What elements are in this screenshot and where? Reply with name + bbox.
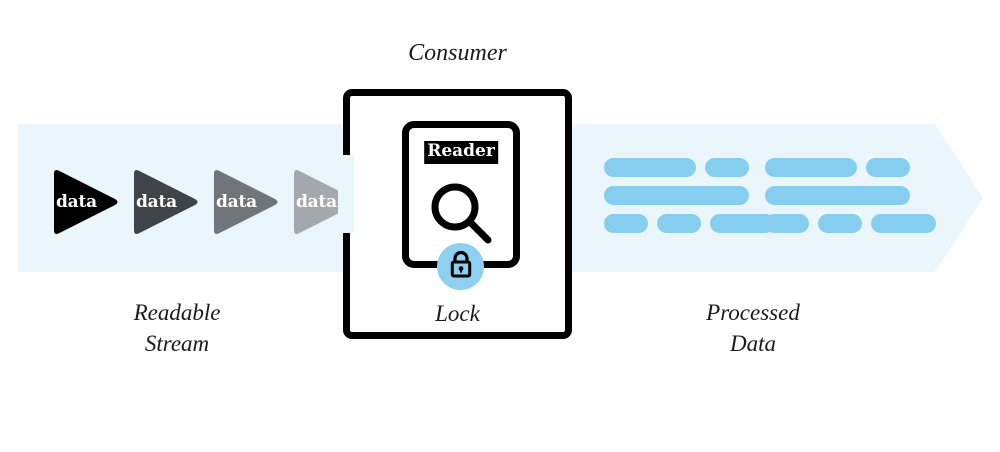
processed-data-bar: [765, 186, 910, 205]
reader-label: Reader: [424, 141, 498, 164]
processed-data-row: [604, 214, 775, 233]
consumer-title: Consumer: [408, 40, 507, 66]
processed-data-bar: [866, 158, 910, 177]
arrow-triangle: [214, 170, 278, 234]
processed-data-bar: [604, 214, 648, 233]
data-arrow-label: data: [56, 191, 97, 212]
processed-data-bar: [657, 214, 701, 233]
arrow-triangle: [134, 170, 198, 234]
data-arrow: data: [48, 166, 120, 238]
processed-data-column: [604, 158, 775, 242]
stream-entry-gap: [338, 155, 354, 233]
lock-icon: [447, 249, 475, 284]
processed-data-caption-line2: Data: [730, 330, 776, 356]
readable-stream-caption: Readable Stream: [87, 298, 267, 359]
lock-caption: Lock: [435, 301, 480, 326]
lock-badge[interactable]: [437, 243, 484, 290]
processed-data-caption: Processed Data: [663, 298, 843, 359]
data-arrow-label: data: [216, 191, 257, 212]
readable-stream-caption-line1: Readable: [133, 300, 221, 325]
processed-data-row: [604, 158, 775, 177]
magnifier-icon: [426, 180, 496, 255]
processed-data-caption-line1: Processed: [706, 300, 800, 325]
processed-data-bar: [818, 214, 862, 233]
data-arrow: data: [208, 166, 280, 238]
processed-data-bar: [604, 158, 696, 177]
processed-data-column: [765, 158, 936, 242]
readable-stream-caption-line2: Stream: [144, 330, 210, 356]
processed-data-bar: [705, 158, 749, 177]
arrow-triangle: [54, 170, 118, 234]
processed-data-bar: [604, 186, 749, 205]
processed-data-bar: [871, 214, 936, 233]
processed-data-row: [765, 214, 936, 233]
processed-data-bar: [765, 214, 809, 233]
processed-data-bar: [710, 214, 775, 233]
data-arrow: data: [128, 166, 200, 238]
data-arrow-label: data: [296, 191, 337, 212]
processed-data-row: [765, 186, 936, 205]
processed-data-row: [604, 186, 775, 205]
processed-data-bar: [765, 158, 857, 177]
data-arrow-label: data: [136, 191, 177, 212]
processed-data-row: [765, 158, 936, 177]
reader-card[interactable]: Reader: [402, 121, 520, 268]
arrow-triangle: [294, 170, 358, 234]
data-arrow: data: [288, 166, 360, 238]
